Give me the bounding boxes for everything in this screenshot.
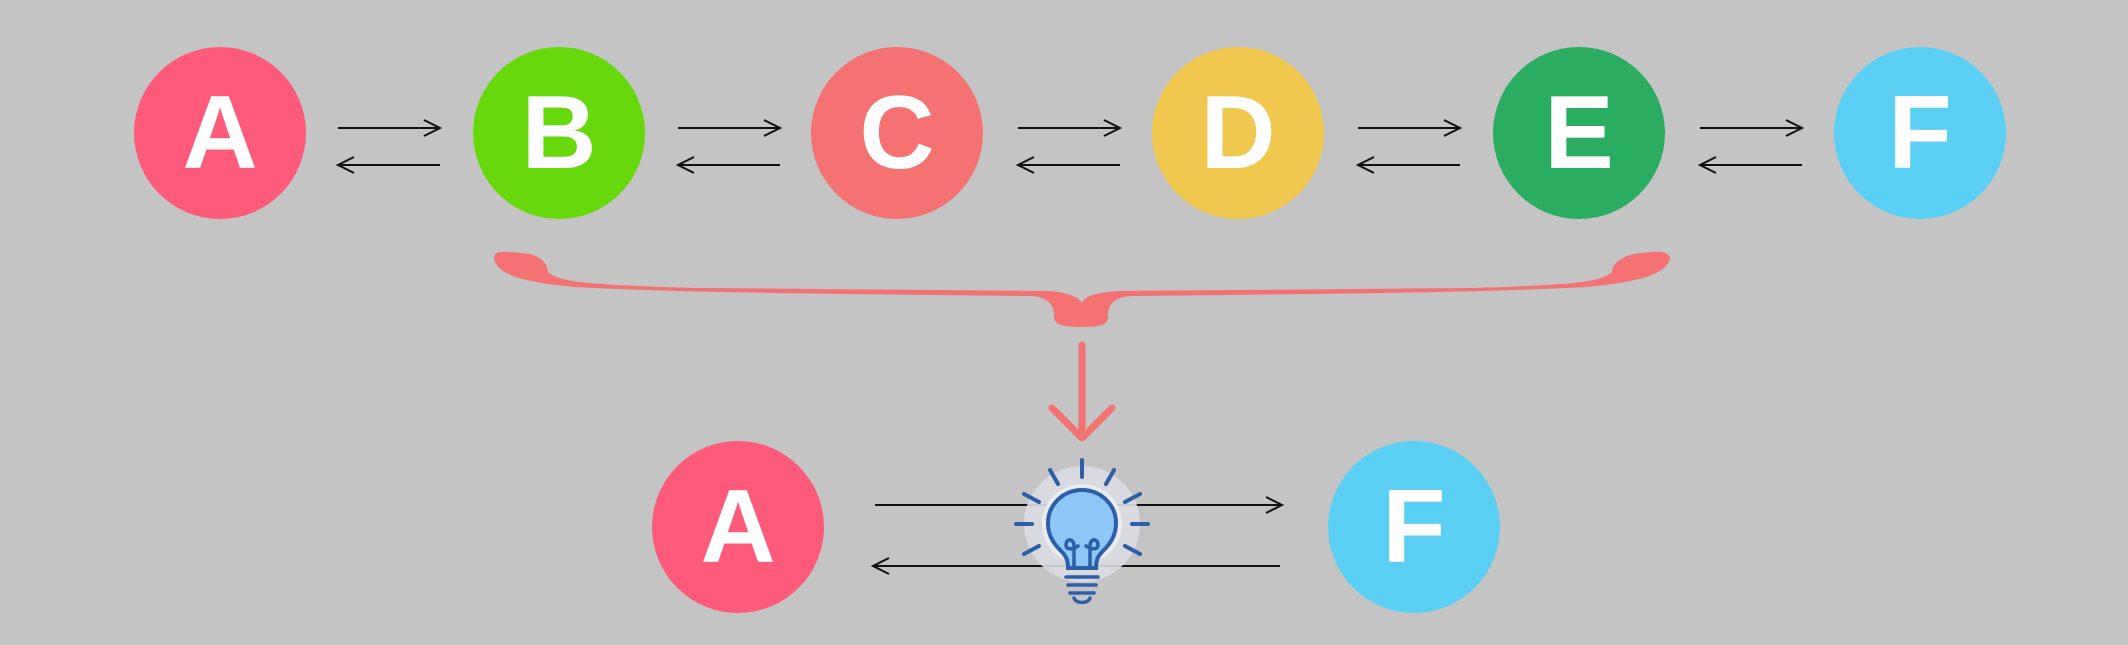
arrows-e-f [1700, 128, 1802, 165]
curly-brace-icon [494, 251, 1670, 327]
node-b-label: B [521, 75, 596, 191]
node-a-top: A [134, 47, 306, 219]
arrows-c-d [1018, 128, 1120, 165]
node-f-bottom: F [1328, 441, 1500, 613]
node-f-bottom-circle [1328, 441, 1500, 613]
lightbulb-icon [1014, 458, 1150, 605]
arrow-down-icon [1048, 341, 1116, 442]
node-c-label: C [859, 75, 934, 191]
brace-shape [494, 251, 1670, 327]
node-d-circle [1152, 47, 1324, 219]
node-b: B [473, 47, 645, 219]
node-a-label: A [182, 75, 257, 191]
node-a-bottom-circle [652, 441, 824, 613]
node-e-label: E [1544, 75, 1613, 191]
arrows-d-e [1358, 128, 1460, 165]
node-f-label: F [1888, 75, 1952, 191]
node-b-circle [473, 47, 645, 219]
node-a-bottom: A [652, 441, 824, 613]
arrows-a-b [338, 128, 440, 165]
arrows-b-c [678, 128, 780, 165]
node-f-bottom-label: F [1382, 469, 1446, 585]
node-d-label: D [1200, 75, 1275, 191]
node-a-bottom-label: A [700, 469, 775, 585]
node-a-circle [134, 47, 306, 219]
node-d: D [1152, 47, 1324, 219]
node-e-circle [1493, 47, 1665, 219]
node-c: C [811, 47, 983, 219]
node-e: E [1493, 47, 1665, 219]
node-f-circle [1834, 47, 2006, 219]
node-c-circle [811, 47, 983, 219]
node-f-top: F [1834, 47, 2006, 219]
